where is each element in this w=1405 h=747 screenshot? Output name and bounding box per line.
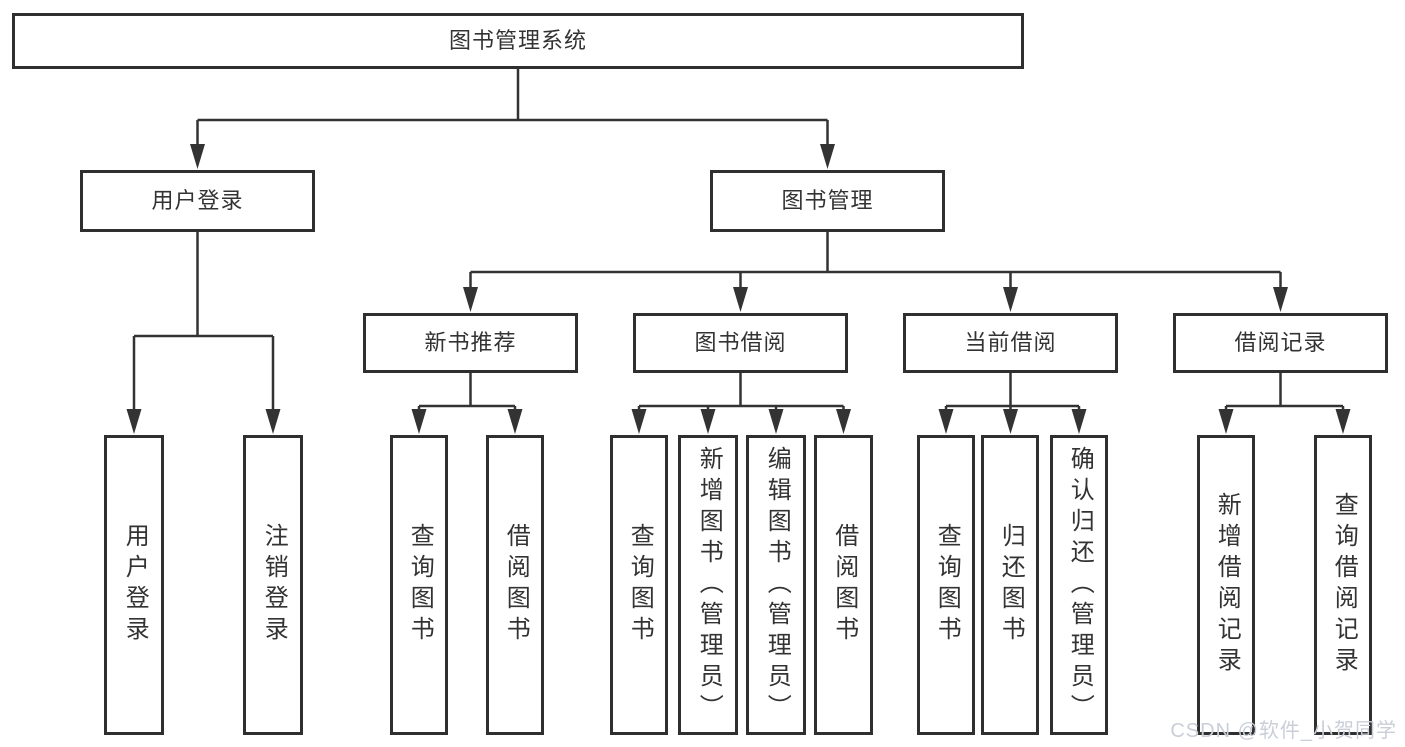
node-borrow-records: 借阅记录 (1173, 313, 1388, 373)
arrowhead (190, 144, 205, 169)
arrowhead (1003, 409, 1018, 434)
node-root-system: 图书管理系统 (12, 13, 1024, 69)
arrowhead (463, 287, 478, 312)
leaf-borrow-book: 借阅图书 (814, 435, 873, 735)
arrowhead (1335, 409, 1351, 434)
arrowhead (631, 409, 647, 434)
arrowhead (836, 409, 851, 434)
arrowhead (507, 409, 523, 434)
arrowhead (1218, 409, 1234, 434)
leaf-records-add: 新增借阅记录 (1197, 435, 1255, 735)
leaf-logout: 注销登录 (243, 435, 303, 735)
arrowhead (411, 409, 427, 434)
arrowhead (768, 409, 784, 434)
node-book-borrow: 图书借阅 (633, 313, 848, 373)
leaf-borrow-add-admin: 新增图书（管理员） (678, 435, 738, 735)
arrowhead (938, 409, 954, 434)
leaf-borrow-query: 查询图书 (610, 435, 668, 735)
arrowhead (1071, 409, 1087, 434)
node-new-book-recommend: 新书推荐 (363, 313, 578, 373)
leaf-newbook-borrow: 借阅图书 (486, 435, 544, 735)
leaf-current-confirm-admin: 确认归还（管理员） (1050, 435, 1108, 735)
arrowhead (126, 409, 142, 434)
leaf-user-login: 用户登录 (104, 435, 164, 735)
node-current-borrow: 当前借阅 (903, 313, 1118, 373)
arrowhead (733, 287, 748, 312)
leaf-current-return: 归还图书 (981, 435, 1039, 735)
csdn-watermark: CSDN @软件_小贺同学 (1170, 720, 1397, 742)
leaf-newbook-query: 查询图书 (390, 435, 448, 735)
leaf-current-query: 查询图书 (917, 435, 975, 735)
arrowhead (700, 409, 716, 434)
arrowhead (820, 144, 835, 169)
arrowhead (1003, 287, 1018, 312)
arrowhead (265, 409, 281, 434)
leaf-records-query: 查询借阅记录 (1314, 435, 1372, 735)
node-user-login: 用户登录 (80, 170, 315, 232)
arrowhead (1273, 287, 1288, 312)
node-book-management: 图书管理 (710, 170, 945, 232)
leaf-borrow-edit-admin: 编辑图书（管理员） (746, 435, 806, 735)
